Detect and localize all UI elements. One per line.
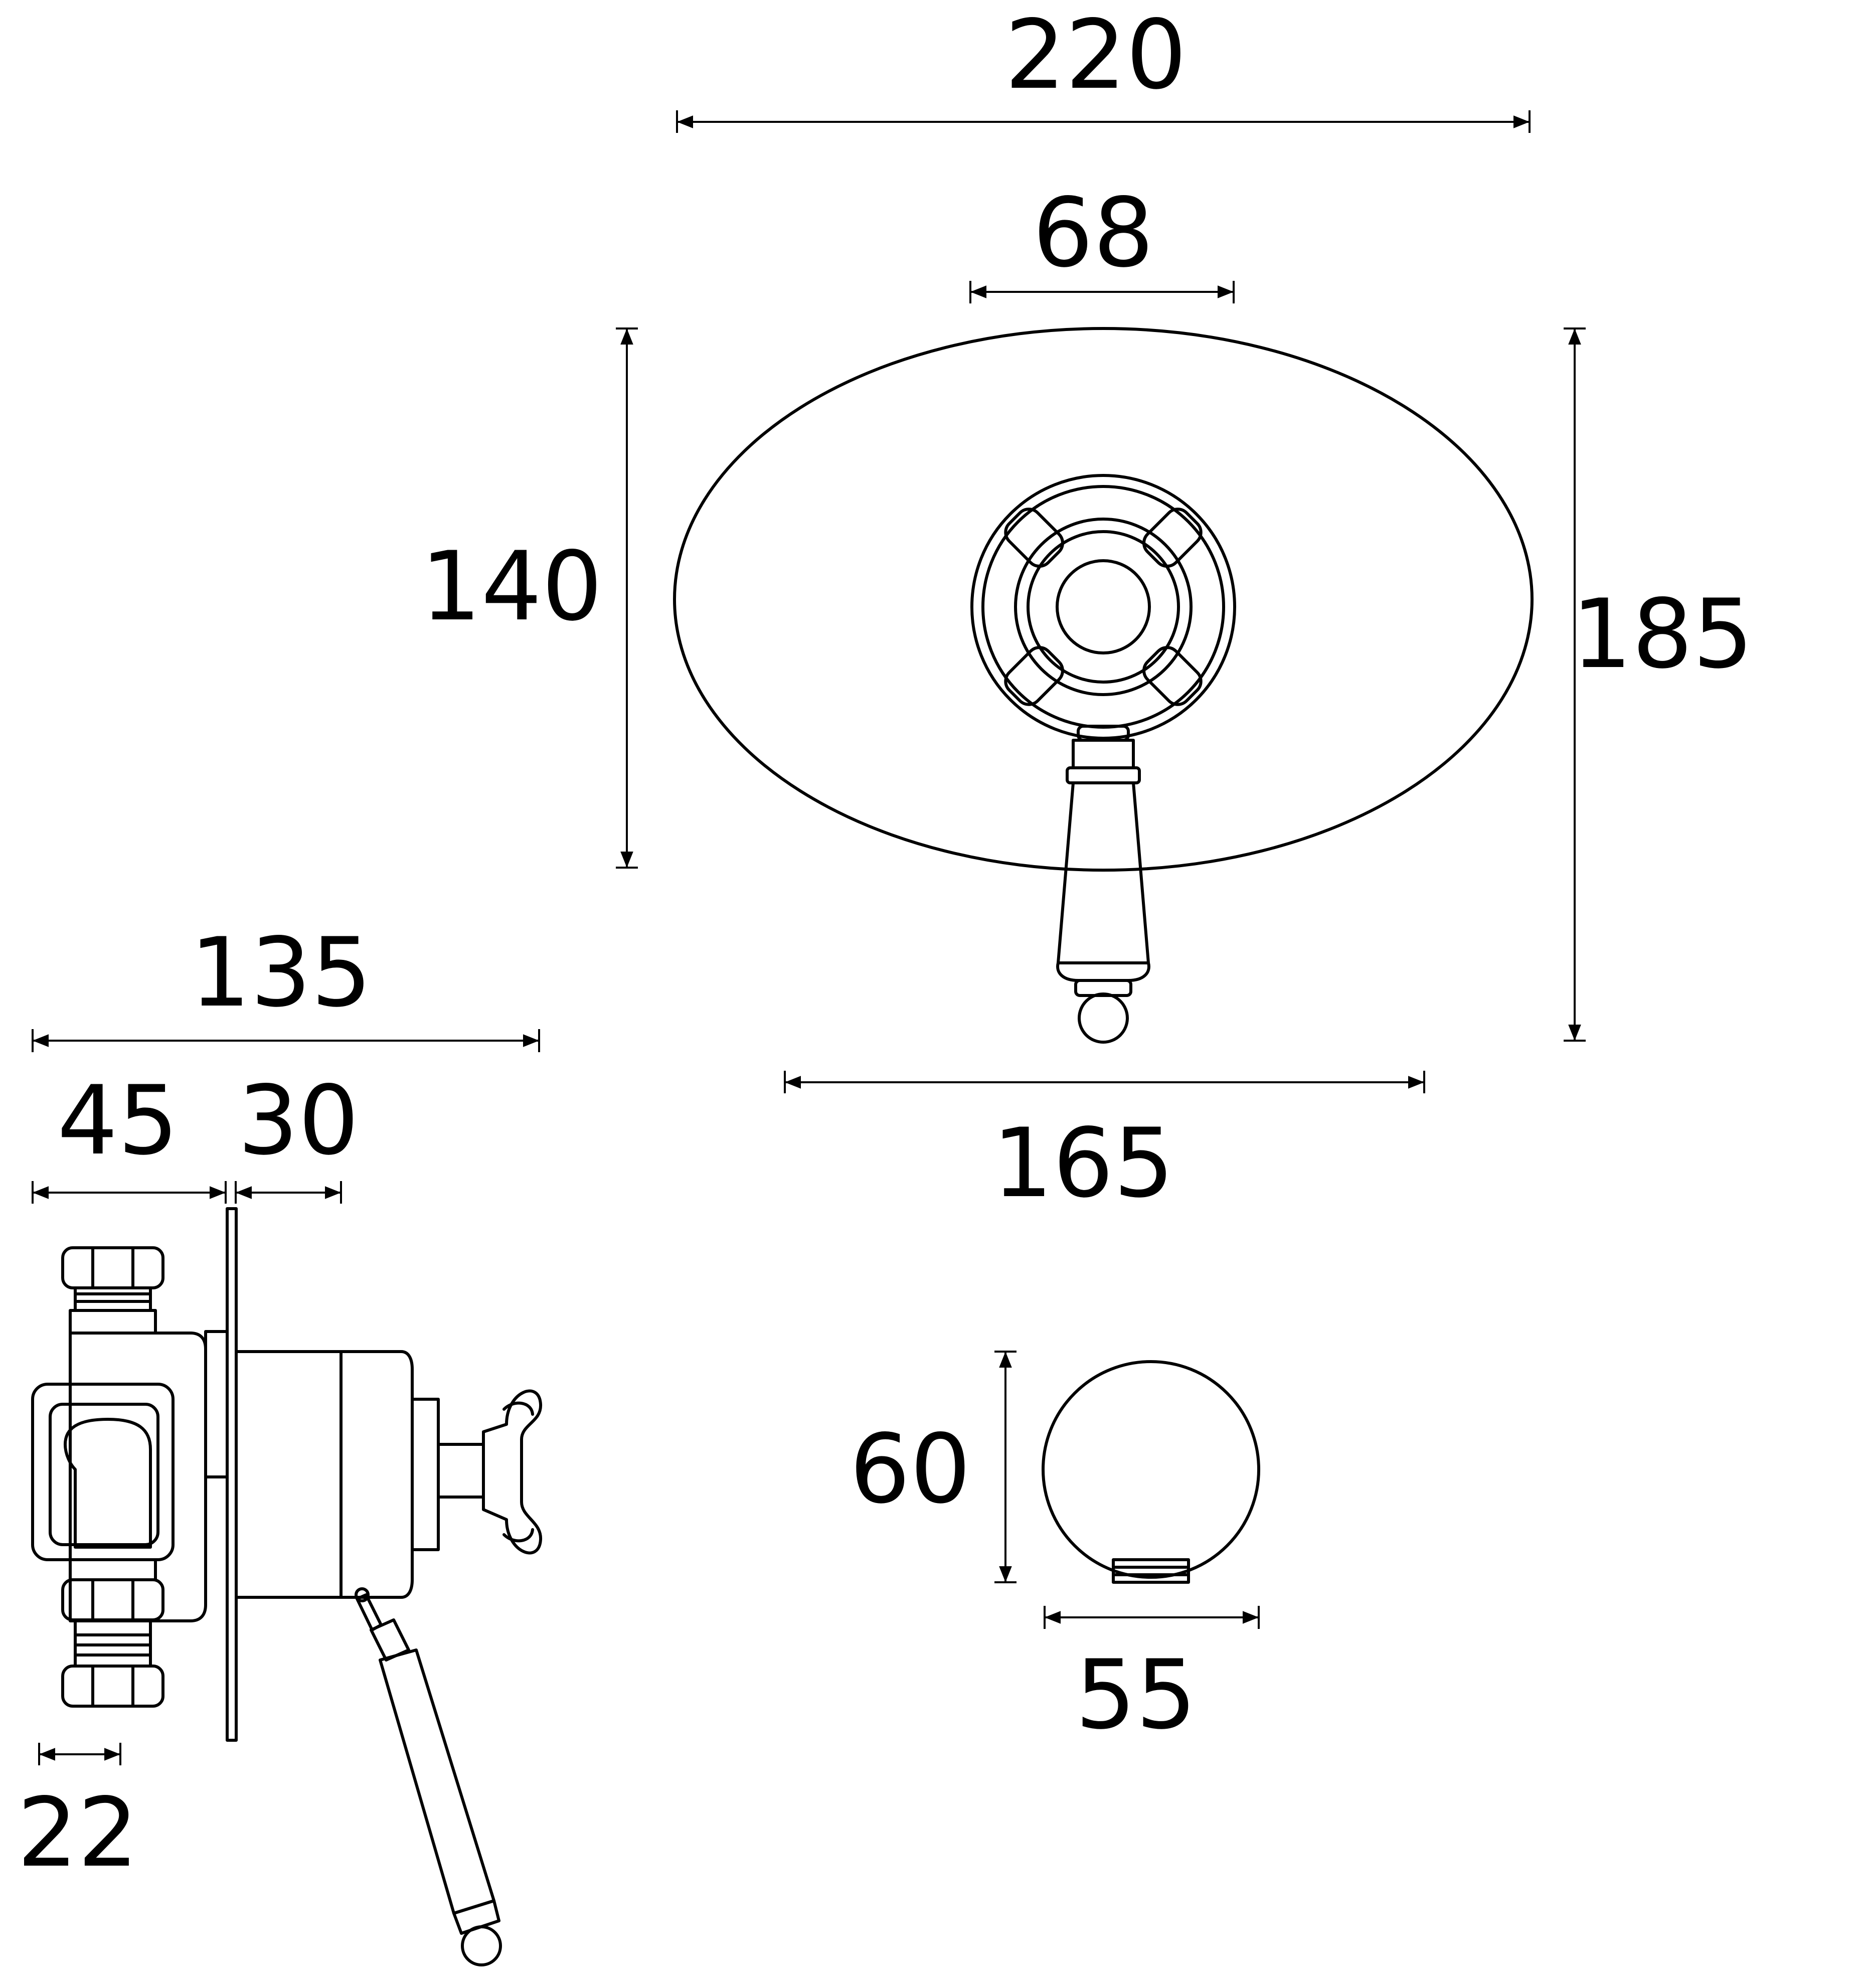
dimension-label-220: 220	[1005, 0, 1187, 110]
dimension-label-45: 45	[57, 1065, 179, 1176]
dimension-bracket-height: 60	[850, 1351, 1017, 1583]
dimension-projection-front: 30	[235, 1065, 359, 1204]
front-shroud	[235, 1350, 485, 1602]
wall-bracket-view: 60 55	[850, 1351, 1260, 1750]
dimension-projection-overall: 135	[32, 917, 540, 1052]
oval-back-plate	[673, 327, 1534, 872]
wall-bracket-outlet	[1042, 1360, 1260, 1579]
side-cross-handle	[482, 1389, 543, 1555]
cross-handle	[970, 474, 1236, 740]
dimension-label-165: 165	[992, 1108, 1174, 1219]
dimension-bracket-width: 55	[1044, 1606, 1260, 1750]
dimension-label-68: 68	[1033, 178, 1154, 288]
dimension-label-140: 140	[421, 531, 603, 642]
dimension-lever-reach: 165	[784, 1071, 1425, 1219]
side-lever	[356, 1593, 502, 1966]
dimension-label-55: 55	[1075, 1639, 1197, 1750]
dimension-plate-height: 140	[421, 327, 638, 869]
dimension-label-185: 185	[1572, 579, 1754, 690]
wall-bracket-thread	[1112, 1558, 1190, 1584]
dimension-handle-spacing: 68	[969, 178, 1235, 303]
dimension-label-135: 135	[190, 917, 372, 1028]
dimension-label-22: 22	[17, 1777, 138, 1888]
dimension-plate-width: 220	[676, 0, 1531, 133]
side-view: 135 45 30 22	[17, 917, 543, 1966]
dimension-label-60: 60	[850, 1414, 971, 1525]
dimension-projection-body: 45	[32, 1065, 227, 1204]
lever-handle	[1056, 725, 1150, 1044]
dimension-label-30: 30	[238, 1065, 359, 1176]
valve-body	[31, 1246, 229, 1708]
front-view: 220 68 140 185 165	[421, 0, 1754, 1219]
dimension-overall-height: 185	[1564, 327, 1754, 1042]
dimension-pipe-size: 22	[17, 1743, 138, 1888]
